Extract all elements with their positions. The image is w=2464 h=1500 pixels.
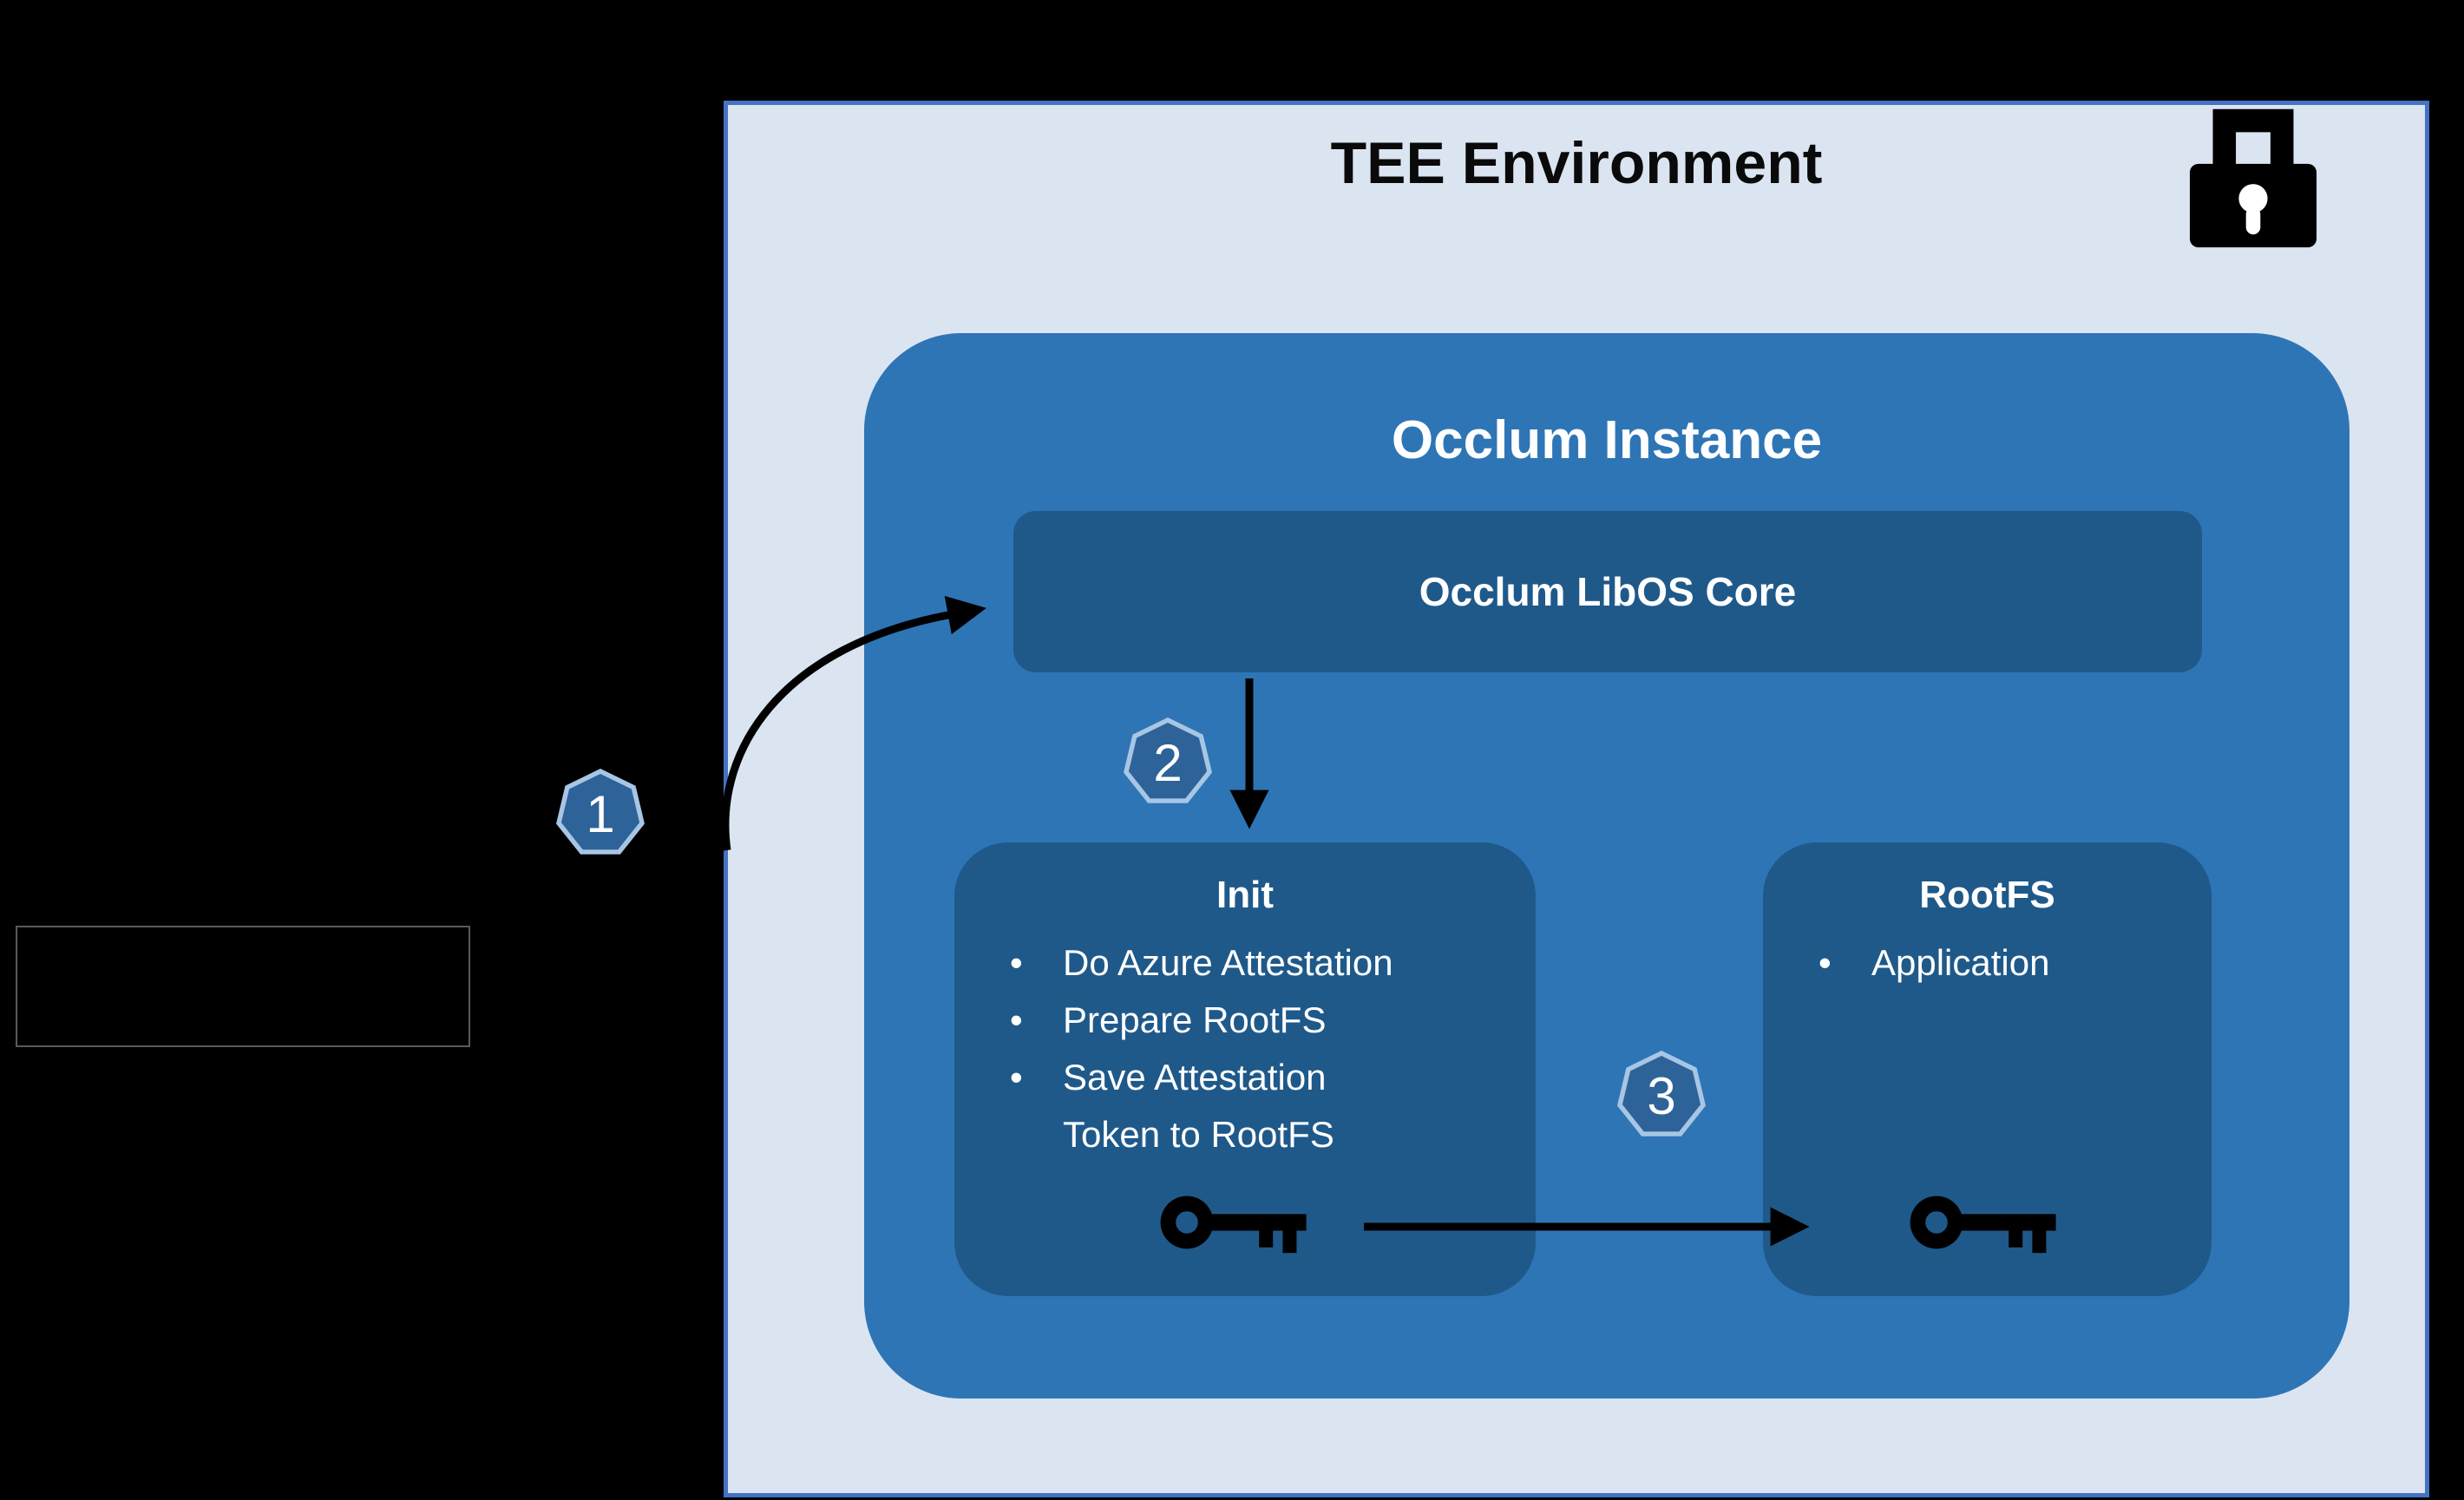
tee-environment-title: TEE Environment	[1330, 130, 1823, 196]
init-bullet-list: Do Azure Attestation Prepare RootFS Save…	[954, 934, 1536, 1163]
rootfs-box: RootFS Application	[1763, 842, 2212, 1296]
step-badge-3-label: 3	[1647, 1066, 1676, 1125]
lock-keyhole-stem	[2245, 206, 2261, 235]
key-icon	[1910, 1195, 2056, 1254]
key-tooth	[1259, 1229, 1274, 1248]
key-tooth	[1282, 1229, 1297, 1254]
init-bullet: Save Attestation Token to RootFS	[954, 1049, 1410, 1163]
occlum-libos-core-label: Occlum LibOS Core	[1419, 569, 1797, 614]
init-title: Init	[1216, 874, 1274, 916]
left-outline-box	[16, 926, 470, 1047]
step-badge-2-label: 2	[1153, 733, 1183, 792]
step-badge-1-fill: 1	[560, 774, 640, 850]
step-badge-1-label: 1	[586, 784, 615, 843]
key-tooth	[2032, 1229, 2047, 1254]
init-bullet: Do Azure Attestation	[954, 934, 1410, 992]
occlum-instance-box: Occlum Instance Occlum LibOS Core Init D…	[864, 333, 2349, 1398]
key-icon	[1160, 1195, 1307, 1254]
occlum-instance-title: Occlum Instance	[1391, 410, 1823, 470]
key-shaft	[1206, 1214, 1307, 1231]
key-tooth	[2009, 1229, 2023, 1248]
key-shaft	[1956, 1214, 2056, 1231]
lock-keyhole	[2238, 184, 2268, 213]
rootfs-bullet: Application	[1763, 934, 2086, 992]
init-box: Init Do Azure Attestation Prepare RootFS…	[954, 842, 1536, 1296]
key-bow-hole	[1925, 1211, 1948, 1234]
rootfs-bullet-list: Application	[1763, 934, 2212, 992]
init-bullet: Prepare RootFS	[954, 992, 1410, 1049]
occlum-libos-core-box: Occlum LibOS Core	[1013, 511, 2202, 672]
lock-icon	[2189, 108, 2317, 248]
rootfs-title: RootFS	[1919, 874, 2055, 916]
step-badge-3-fill: 3	[1622, 1056, 1701, 1132]
lock-shackle	[2212, 108, 2294, 176]
key-bow-hole	[1176, 1211, 1198, 1234]
step-badge-2-fill: 2	[1128, 723, 1208, 799]
step-badge-1: 1	[556, 769, 645, 855]
